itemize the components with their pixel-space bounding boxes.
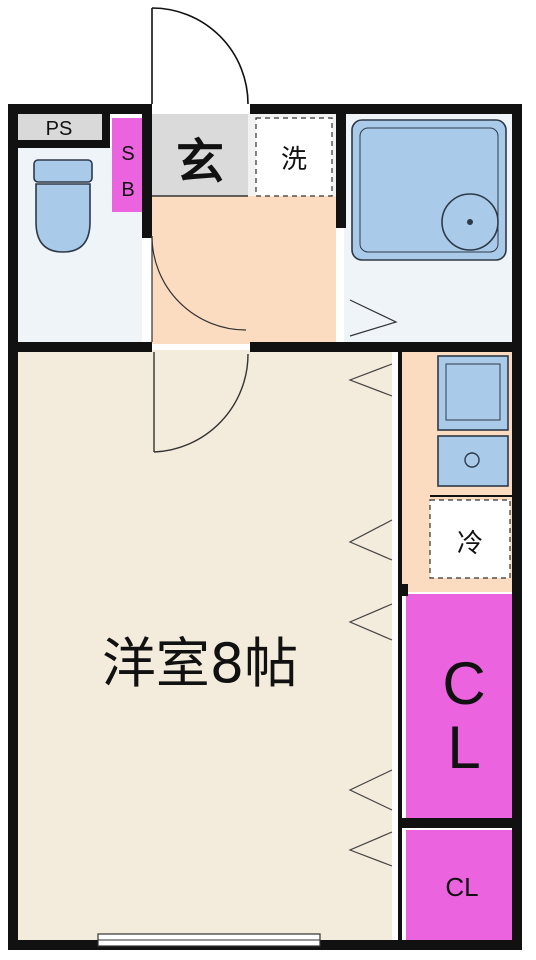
closet-large-label-c: C: [442, 650, 485, 717]
toilet-icon: [33, 159, 93, 253]
washer-space: 洗: [255, 117, 333, 197]
sink-icon: [437, 355, 509, 431]
window-icon: [97, 933, 321, 947]
door-swing-icon: [151, 235, 247, 342]
closet-small-label: CL: [445, 872, 478, 902]
bathtub-icon: [351, 119, 507, 261]
sliding-door-marks: [348, 363, 393, 867]
entry-floor: [152, 196, 336, 344]
room-floor: [16, 350, 392, 940]
sb-label-b: B: [121, 179, 134, 201]
entry-tile: [152, 114, 248, 196]
bath-door-icon: [349, 299, 398, 337]
stove-icon: [437, 435, 509, 487]
sb-label-s: S: [121, 143, 134, 165]
room-door-icon: [153, 352, 249, 453]
washer-label: 洗: [281, 145, 307, 175]
closet-large-label-l: L: [447, 714, 480, 781]
entrance-door-icon: [151, 7, 249, 105]
ps-box: [16, 114, 102, 142]
ps-label: PS: [46, 118, 73, 140]
room-label: 洋室8帖: [102, 632, 298, 695]
closet-small: [406, 830, 514, 940]
fridge-label: 冷: [457, 529, 483, 559]
fridge-space: 冷: [429, 495, 512, 579]
closet-large: [406, 594, 514, 820]
entrance-label: 玄: [176, 134, 224, 190]
shoe-box: [112, 118, 144, 212]
